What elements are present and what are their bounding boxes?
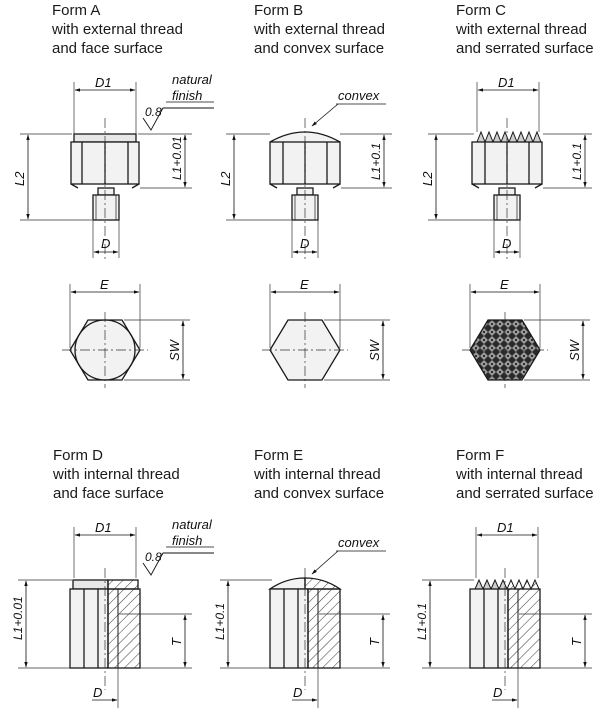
d1-label: D1 xyxy=(95,75,112,90)
chamfer xyxy=(131,183,140,189)
l2-label: L2 xyxy=(12,171,27,186)
sw-label: SW xyxy=(167,338,182,361)
caption-form-e: Form E with internal thread and convex s… xyxy=(254,446,384,503)
d-label: D xyxy=(300,236,309,251)
sw-label: SW xyxy=(367,338,382,361)
finish-label: finish xyxy=(172,88,202,103)
caption-form-a: Form A with external thread and face sur… xyxy=(52,1,183,58)
caption-form-b: Form B with external thread and convex s… xyxy=(254,1,385,58)
caption-line: and serrated surface xyxy=(456,485,594,502)
l1-label: L1+0.1 xyxy=(213,603,227,640)
convex-label: convex xyxy=(338,535,380,550)
caption-title: Form D xyxy=(53,447,103,464)
caption-form-d: Form D with internal thread and face sur… xyxy=(53,446,180,503)
natural-label: natural xyxy=(172,517,213,532)
d1-label: D1 xyxy=(95,520,112,535)
roughness-symbol xyxy=(142,552,214,576)
finish-label: finish xyxy=(172,533,202,548)
caption-line: with external thread xyxy=(52,21,183,38)
e-label: E xyxy=(100,277,109,292)
caption-title: Form E xyxy=(254,447,304,464)
t-label: T xyxy=(569,637,584,646)
neck xyxy=(97,187,115,196)
caption-title: Form B xyxy=(254,2,304,19)
l1-label: L1+0.01 xyxy=(11,596,25,640)
caption-line: with external thread xyxy=(254,21,385,38)
caption-line: with internal thread xyxy=(254,466,381,483)
natural-label: natural xyxy=(172,72,213,87)
sw-label: SW xyxy=(567,338,582,361)
roughness-symbol xyxy=(142,107,214,131)
chamfer xyxy=(70,183,79,189)
d-label: D xyxy=(493,685,502,700)
l2-label: L2 xyxy=(218,171,233,186)
caption-form-f: Form F with internal thread and serrated… xyxy=(456,446,594,503)
caption-line: and convex surface xyxy=(254,40,385,57)
caption-line: and face surface xyxy=(53,485,164,502)
form-e-side-view xyxy=(267,577,343,669)
serrated-top xyxy=(476,130,542,144)
form-f-side-view xyxy=(469,578,541,669)
l1-label: L1+0.1 xyxy=(415,603,429,640)
caption-title: Form C xyxy=(456,2,506,19)
t-label: T xyxy=(169,637,184,646)
d1-label: D1 xyxy=(498,75,515,90)
thread xyxy=(92,194,120,221)
l1-label: L1+0.1 xyxy=(369,143,383,180)
convex-leader xyxy=(311,103,339,127)
caption-line: with external thread xyxy=(456,21,587,38)
l1-label: L1+0.1 xyxy=(570,143,584,180)
caption-form-c: Form C with external thread and serrated… xyxy=(456,1,594,58)
caption-title: Form F xyxy=(456,447,505,464)
caption-line: with internal thread xyxy=(53,466,180,483)
caption-title: Form A xyxy=(52,2,101,19)
d1-label: D1 xyxy=(497,520,514,535)
roughness-value: 0.8 xyxy=(145,550,162,564)
t-label: T xyxy=(367,637,382,646)
caption-line: and convex surface xyxy=(254,485,385,502)
d-label: D xyxy=(93,685,102,700)
d-label: D xyxy=(502,236,511,251)
caption-line: and face surface xyxy=(52,40,163,57)
e-label: E xyxy=(500,277,509,292)
caption-line: with internal thread xyxy=(456,466,583,483)
convex-label: convex xyxy=(338,88,380,103)
d-label: D xyxy=(293,685,302,700)
form-d-side-view xyxy=(69,579,141,669)
l1-label: L1+0.01 xyxy=(170,136,184,180)
l2-label: L2 xyxy=(420,171,435,186)
roughness-value: 0.8 xyxy=(145,105,162,119)
e-label: E xyxy=(300,277,309,292)
d-label: D xyxy=(101,236,110,251)
caption-line: and serrated surface xyxy=(456,40,594,57)
